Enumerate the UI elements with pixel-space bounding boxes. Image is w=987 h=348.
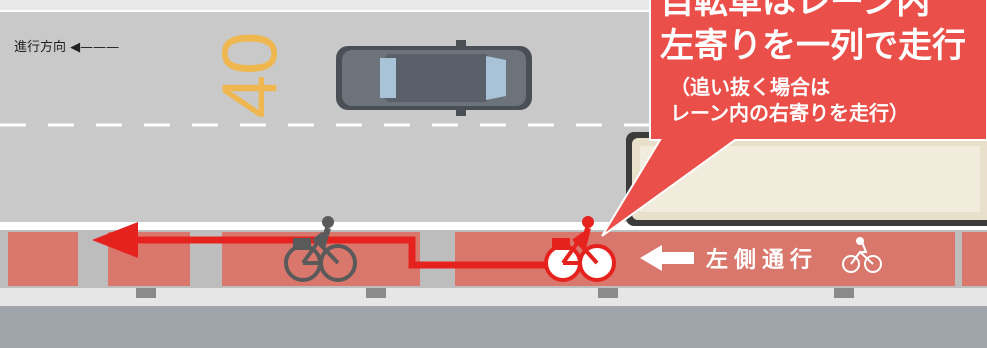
- road-top-edge: [0, 0, 987, 10]
- route-arrowhead: [92, 222, 138, 258]
- cyclist-gray-icon: [284, 216, 357, 282]
- balloon-line-3: （追い抜く場合は: [670, 75, 830, 99]
- lane-marking-text: 左側通行: [706, 247, 818, 273]
- direction-label: 進行方向 ◀———: [14, 40, 120, 55]
- speed-marking: 40: [205, 32, 293, 119]
- cyclist-red-icon: [544, 216, 616, 282]
- balloon-text: 自転車はレーン内 左寄りを一列で走行 （追い抜く場合は レーン内の右寄りを走行）: [660, 0, 966, 126]
- balloon-line-1: 自転車はレーン内: [660, 0, 931, 22]
- route-line: [132, 236, 580, 269]
- drain-grate: [834, 288, 854, 298]
- bike-lane-block: [455, 232, 955, 286]
- drain-grate: [136, 288, 156, 298]
- bike-lane-block: [962, 232, 987, 286]
- drain-grate: [366, 288, 386, 298]
- bike-lane-block: [8, 232, 78, 286]
- lane-arrow-icon: [640, 245, 694, 271]
- car-icon: [336, 40, 532, 116]
- drain-grate: [598, 288, 618, 298]
- bicycle-pictogram-icon: [842, 237, 882, 273]
- road-edge-line: [0, 222, 987, 230]
- balloon-line-4: レーン内の右寄りを走行）: [670, 101, 909, 125]
- drain-grates: [136, 288, 854, 298]
- curb: [0, 288, 987, 306]
- speech-balloon: [601, 0, 987, 237]
- balloon-line-2: 左寄りを一列で走行: [660, 26, 966, 66]
- sidewalk: [0, 306, 987, 348]
